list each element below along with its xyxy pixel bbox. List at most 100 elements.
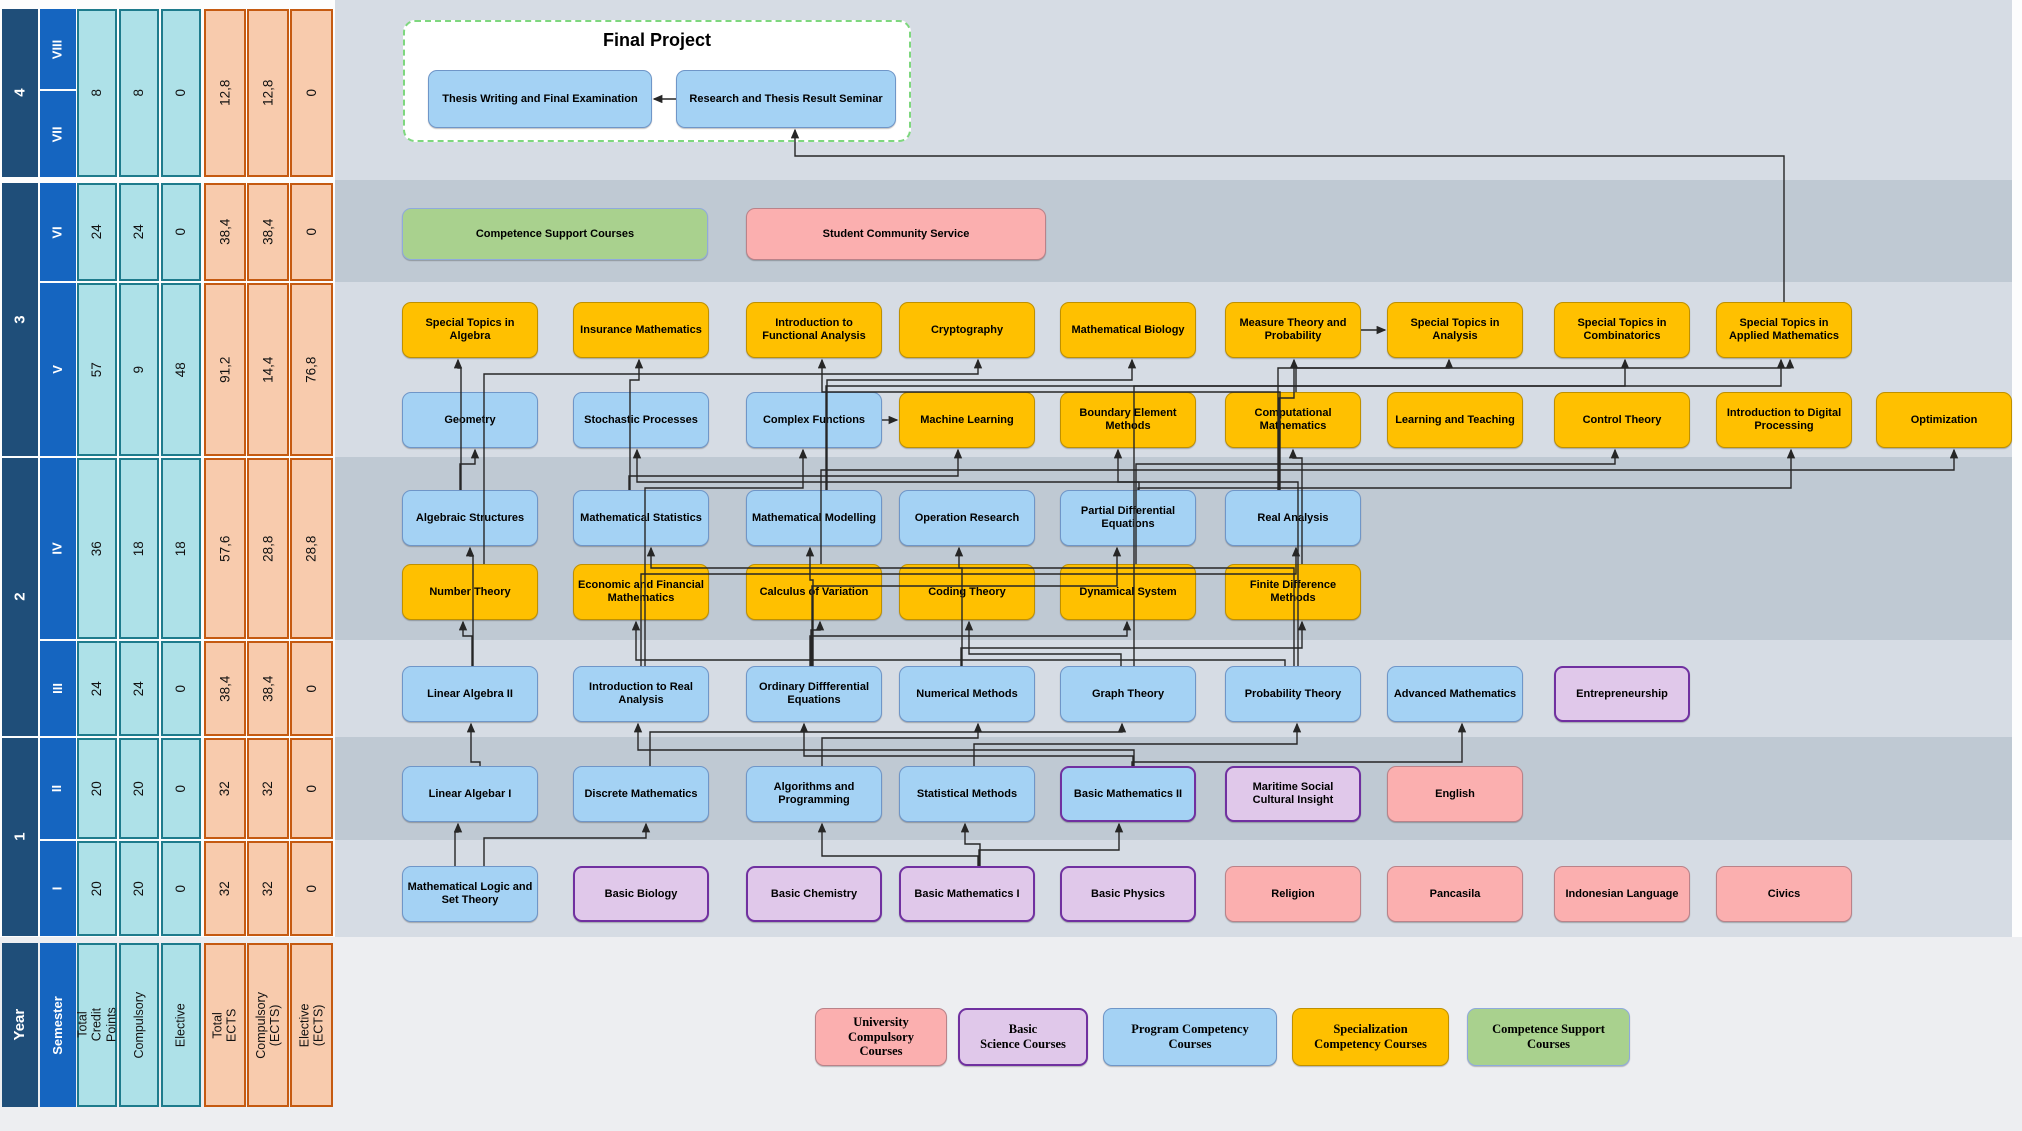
credit-cell-i-0: 20 bbox=[77, 841, 117, 936]
credit-cell-iv-1-label: 18 bbox=[131, 540, 147, 557]
credit-cell-ii-5: 0 bbox=[290, 738, 333, 839]
credit-cell-iv-3-label: 57,6 bbox=[217, 535, 233, 562]
credit-cell-iv-1: 18 bbox=[119, 458, 159, 639]
credit-cell-iii-5-label: 0 bbox=[303, 684, 319, 693]
competence-support-courses-box: Competence Support Courses bbox=[402, 208, 708, 260]
special-topics-in-algebra-box: Special Topics in Algebra bbox=[402, 302, 538, 358]
header-compulsory-ects: Compulsory (ECTS) bbox=[247, 943, 289, 1107]
basic-mathematics-i-box: Basic Mathematics I bbox=[899, 866, 1035, 922]
credit-cell-iv-2: 18 bbox=[161, 458, 201, 639]
entrepreneurship-box: Entrepreneurship bbox=[1554, 666, 1690, 722]
credit-cell-i-1: 20 bbox=[119, 841, 159, 936]
real-analysis-box: Real Analysis bbox=[1225, 490, 1361, 546]
credit-cell-v-1-label: 9 bbox=[131, 365, 147, 374]
credit-cell-iii-1: 24 bbox=[119, 641, 159, 736]
year-cell-3: 3 bbox=[2, 183, 38, 456]
partial-differential-equations-box: Partial Differential Equations bbox=[1060, 490, 1196, 546]
header-elective: Elective bbox=[161, 943, 201, 1107]
dynamical-system-box: Dynamical System bbox=[1060, 564, 1196, 620]
credit-cell-vi-2: 0 bbox=[161, 183, 201, 281]
cryptography-box: Cryptography bbox=[899, 302, 1035, 358]
credit-cell-v-2: 48 bbox=[161, 283, 201, 456]
stochastic-processes-box: Stochastic Processes bbox=[573, 392, 709, 448]
semester-cell-vii: VII bbox=[40, 91, 76, 177]
header-total-credit-points-label: Total Credit Points bbox=[75, 1007, 119, 1043]
special-topics-in-combinatorics-box: Special Topics in Combinatorics bbox=[1554, 302, 1690, 358]
credit-cell-i-3-label: 32 bbox=[217, 880, 233, 897]
ordinary-diffferential-equations-box: Ordinary Diffferential Equations bbox=[746, 666, 882, 722]
mathematical-logic-and-set-theory-box: Mathematical Logic and Set Theory bbox=[402, 866, 538, 922]
credit-cell-vi-1-label: 24 bbox=[131, 224, 147, 240]
semester-cell-vi: VI bbox=[40, 183, 76, 281]
legend-specialization-competency-courses: Specialization Competency Courses bbox=[1292, 1008, 1449, 1066]
credit-cell-i-4-label: 32 bbox=[260, 880, 276, 897]
operation-research-box: Operation Research bbox=[899, 490, 1035, 546]
religion-box: Religion bbox=[1225, 866, 1361, 922]
credit-cell-i-5: 0 bbox=[290, 841, 333, 936]
geometry-box: Geometry bbox=[402, 392, 538, 448]
credit-cell-i-3: 32 bbox=[204, 841, 246, 936]
calculus-of-variation-box: Calculus of Variation bbox=[746, 564, 882, 620]
indonesian-language-box: Indonesian Language bbox=[1554, 866, 1690, 922]
credit-cell-iii-4: 38,4 bbox=[247, 641, 289, 736]
credit-cell-iii-2: 0 bbox=[161, 641, 201, 736]
header-total-credit-points: Total Credit Points bbox=[75, 943, 119, 1107]
header-year: Year bbox=[2, 943, 38, 1107]
credit-cell-vi-0: 24 bbox=[77, 183, 117, 281]
credit-cell-iii-4-label: 38,4 bbox=[260, 675, 276, 702]
credit-cell-iv-4: 28,8 bbox=[247, 458, 289, 639]
credit-cell-y4-0: 8 bbox=[77, 9, 117, 177]
credit-cell-y4-2-label: 0 bbox=[173, 89, 189, 97]
credit-cell-v-5: 76,8 bbox=[290, 283, 333, 456]
credit-cell-ii-0: 20 bbox=[77, 738, 117, 839]
credit-cell-y4-4-label: 12,8 bbox=[260, 79, 276, 107]
semester-cell-ii: II bbox=[40, 738, 76, 839]
credit-cell-iii-0: 24 bbox=[77, 641, 117, 736]
credit-cell-iv-5: 28,8 bbox=[290, 458, 333, 639]
header-semester: Semester bbox=[40, 943, 76, 1107]
credit-cell-vi-0-label: 24 bbox=[89, 224, 105, 240]
credit-cell-iii-2-label: 0 bbox=[173, 684, 189, 693]
linear-algebar-i-box: Linear Algebar I bbox=[402, 766, 538, 822]
credit-cell-v-2-label: 48 bbox=[173, 361, 189, 378]
year-cell-2: 2 bbox=[2, 458, 38, 736]
credit-cell-v-1: 9 bbox=[119, 283, 159, 456]
final-project-title: Final Project bbox=[602, 30, 712, 50]
mathematical-biology-box: Mathematical Biology bbox=[1060, 302, 1196, 358]
legend-competence-support-courses: Competence Support Courses bbox=[1467, 1008, 1630, 1066]
semester-cell-vii-label: VII bbox=[49, 126, 65, 142]
discrete-mathematics-box: Discrete Mathematics bbox=[573, 766, 709, 822]
credit-cell-iv-3: 57,6 bbox=[204, 458, 246, 639]
basic-mathematics-ii-box: Basic Mathematics II bbox=[1060, 766, 1196, 822]
credit-cell-iv-4-label: 28,8 bbox=[260, 535, 276, 562]
year-cell-1: 1 bbox=[2, 738, 38, 936]
credit-cell-iii-0-label: 24 bbox=[89, 680, 105, 697]
linear-algebra-ii-box: Linear Algebra II bbox=[402, 666, 538, 722]
special-topics-in-applied-mathematics-box: Special Topics in Applied Mathematics bbox=[1716, 302, 1852, 358]
year-cell-4-label: 4 bbox=[11, 88, 29, 98]
optimization-box: Optimization bbox=[1876, 392, 2012, 448]
credit-cell-iii-3: 38,4 bbox=[204, 641, 246, 736]
credit-cell-y4-2: 0 bbox=[161, 9, 201, 177]
header-elective-ects-label: Elective (ECTS) bbox=[297, 1003, 326, 1047]
algorithms-and-programming-box: Algorithms and Programming bbox=[746, 766, 882, 822]
basic-physics-box: Basic Physics bbox=[1060, 866, 1196, 922]
boundary-element-methods-box: Boundary Element Methods bbox=[1060, 392, 1196, 448]
semester-cell-iv-label: IV bbox=[49, 542, 65, 555]
english-box: English bbox=[1387, 766, 1523, 822]
credit-cell-ii-1: 20 bbox=[119, 738, 159, 839]
special-topics-in-analysis-box: Special Topics in Analysis bbox=[1387, 302, 1523, 358]
header-elective-label: Elective bbox=[173, 1003, 188, 1047]
research-and-thesis-result-seminar-box: Research and Thesis Result Seminar bbox=[676, 70, 896, 128]
credit-cell-vi-5: 0 bbox=[290, 183, 333, 281]
algebraic-structures-box: Algebraic Structures bbox=[402, 490, 538, 546]
basic-chemistry-box: Basic Chemistry bbox=[746, 866, 882, 922]
credit-cell-i-4: 32 bbox=[247, 841, 289, 936]
credit-cell-y4-5-label: 0 bbox=[303, 89, 319, 97]
credit-cell-iv-2-label: 18 bbox=[173, 540, 189, 557]
credit-cell-iv-0-label: 36 bbox=[89, 540, 105, 557]
civics-box: Civics bbox=[1716, 866, 1852, 922]
credit-cell-v-5-label: 76,8 bbox=[303, 356, 319, 383]
credit-cell-v-4: 14,4 bbox=[247, 283, 289, 456]
